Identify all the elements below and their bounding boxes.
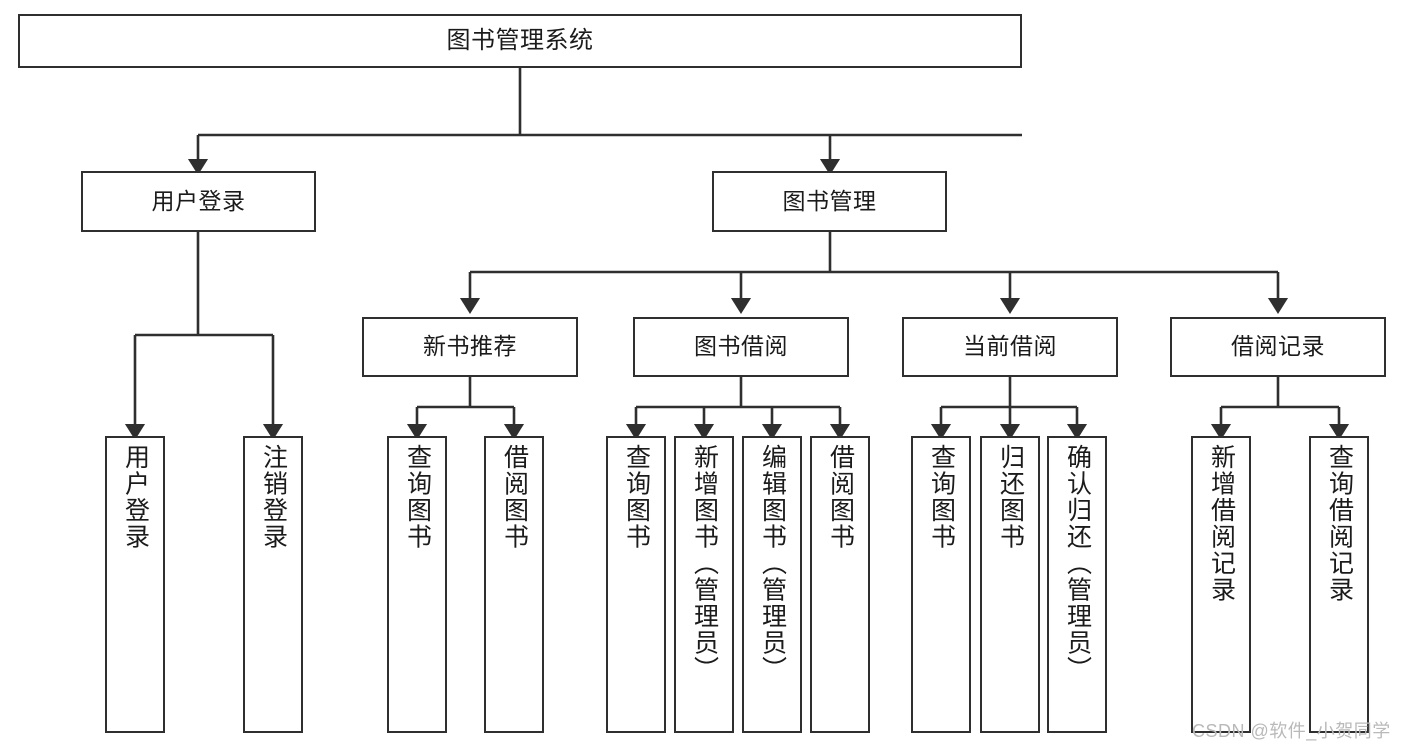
node-label: 查询图书 [403,444,432,550]
node-label: 查询图书 [622,444,651,550]
node-label: 新增图书（管理员） [690,444,719,683]
node-label: 图书借阅 [694,333,788,360]
node-leaf-edit-book[interactable]: 编辑图书（管理员） [742,436,802,733]
node-leaf-return-book[interactable]: 归还图书 [980,436,1040,733]
node-label: 编辑图书（管理员） [758,444,787,683]
node-book-borrow[interactable]: 图书借阅 [633,317,849,377]
node-leaf-add-record[interactable]: 新增借阅记录 [1191,436,1251,733]
node-label: 图书管理 [782,187,877,214]
node-leaf-add-book[interactable]: 新增图书（管理员） [674,436,734,733]
node-label: 确认归还（管理员） [1063,444,1092,683]
node-label: 当前借阅 [963,333,1057,360]
node-leaf-logout[interactable]: 注销登录 [243,436,303,733]
node-label: 注销登录 [259,444,288,550]
node-leaf-confirm-return[interactable]: 确认归还（管理员） [1047,436,1107,733]
node-label: 新书推荐 [423,333,517,360]
node-leaf-query-book-2[interactable]: 查询图书 [606,436,666,733]
node-borrow-record[interactable]: 借阅记录 [1170,317,1386,377]
node-current-borrow[interactable]: 当前借阅 [902,317,1118,377]
node-label: 借阅图书 [500,444,529,550]
node-label: 用户登录 [121,444,150,550]
node-label: 用户登录 [151,187,246,214]
node-leaf-borrow-book-1[interactable]: 借阅图书 [484,436,544,733]
node-leaf-query-record[interactable]: 查询借阅记录 [1309,436,1369,733]
node-leaf-borrow-book-2[interactable]: 借阅图书 [810,436,870,733]
node-label: 借阅图书 [826,444,855,550]
node-new-book-recommend[interactable]: 新书推荐 [362,317,578,377]
node-book-management[interactable]: 图书管理 [712,171,947,232]
node-leaf-query-book-3[interactable]: 查询图书 [911,436,971,733]
node-user-login[interactable]: 用户登录 [81,171,316,232]
node-label: 借阅记录 [1231,333,1325,360]
node-leaf-query-book-1[interactable]: 查询图书 [387,436,447,733]
node-label: 归还图书 [996,444,1025,550]
node-leaf-user-login[interactable]: 用户登录 [105,436,165,733]
node-label: 查询借阅记录 [1325,444,1354,603]
node-root-system[interactable]: 图书管理系统 [18,14,1022,68]
node-label: 查询图书 [927,444,956,550]
node-label: 图书管理系统 [446,26,594,54]
node-label: 新增借阅记录 [1207,444,1236,603]
